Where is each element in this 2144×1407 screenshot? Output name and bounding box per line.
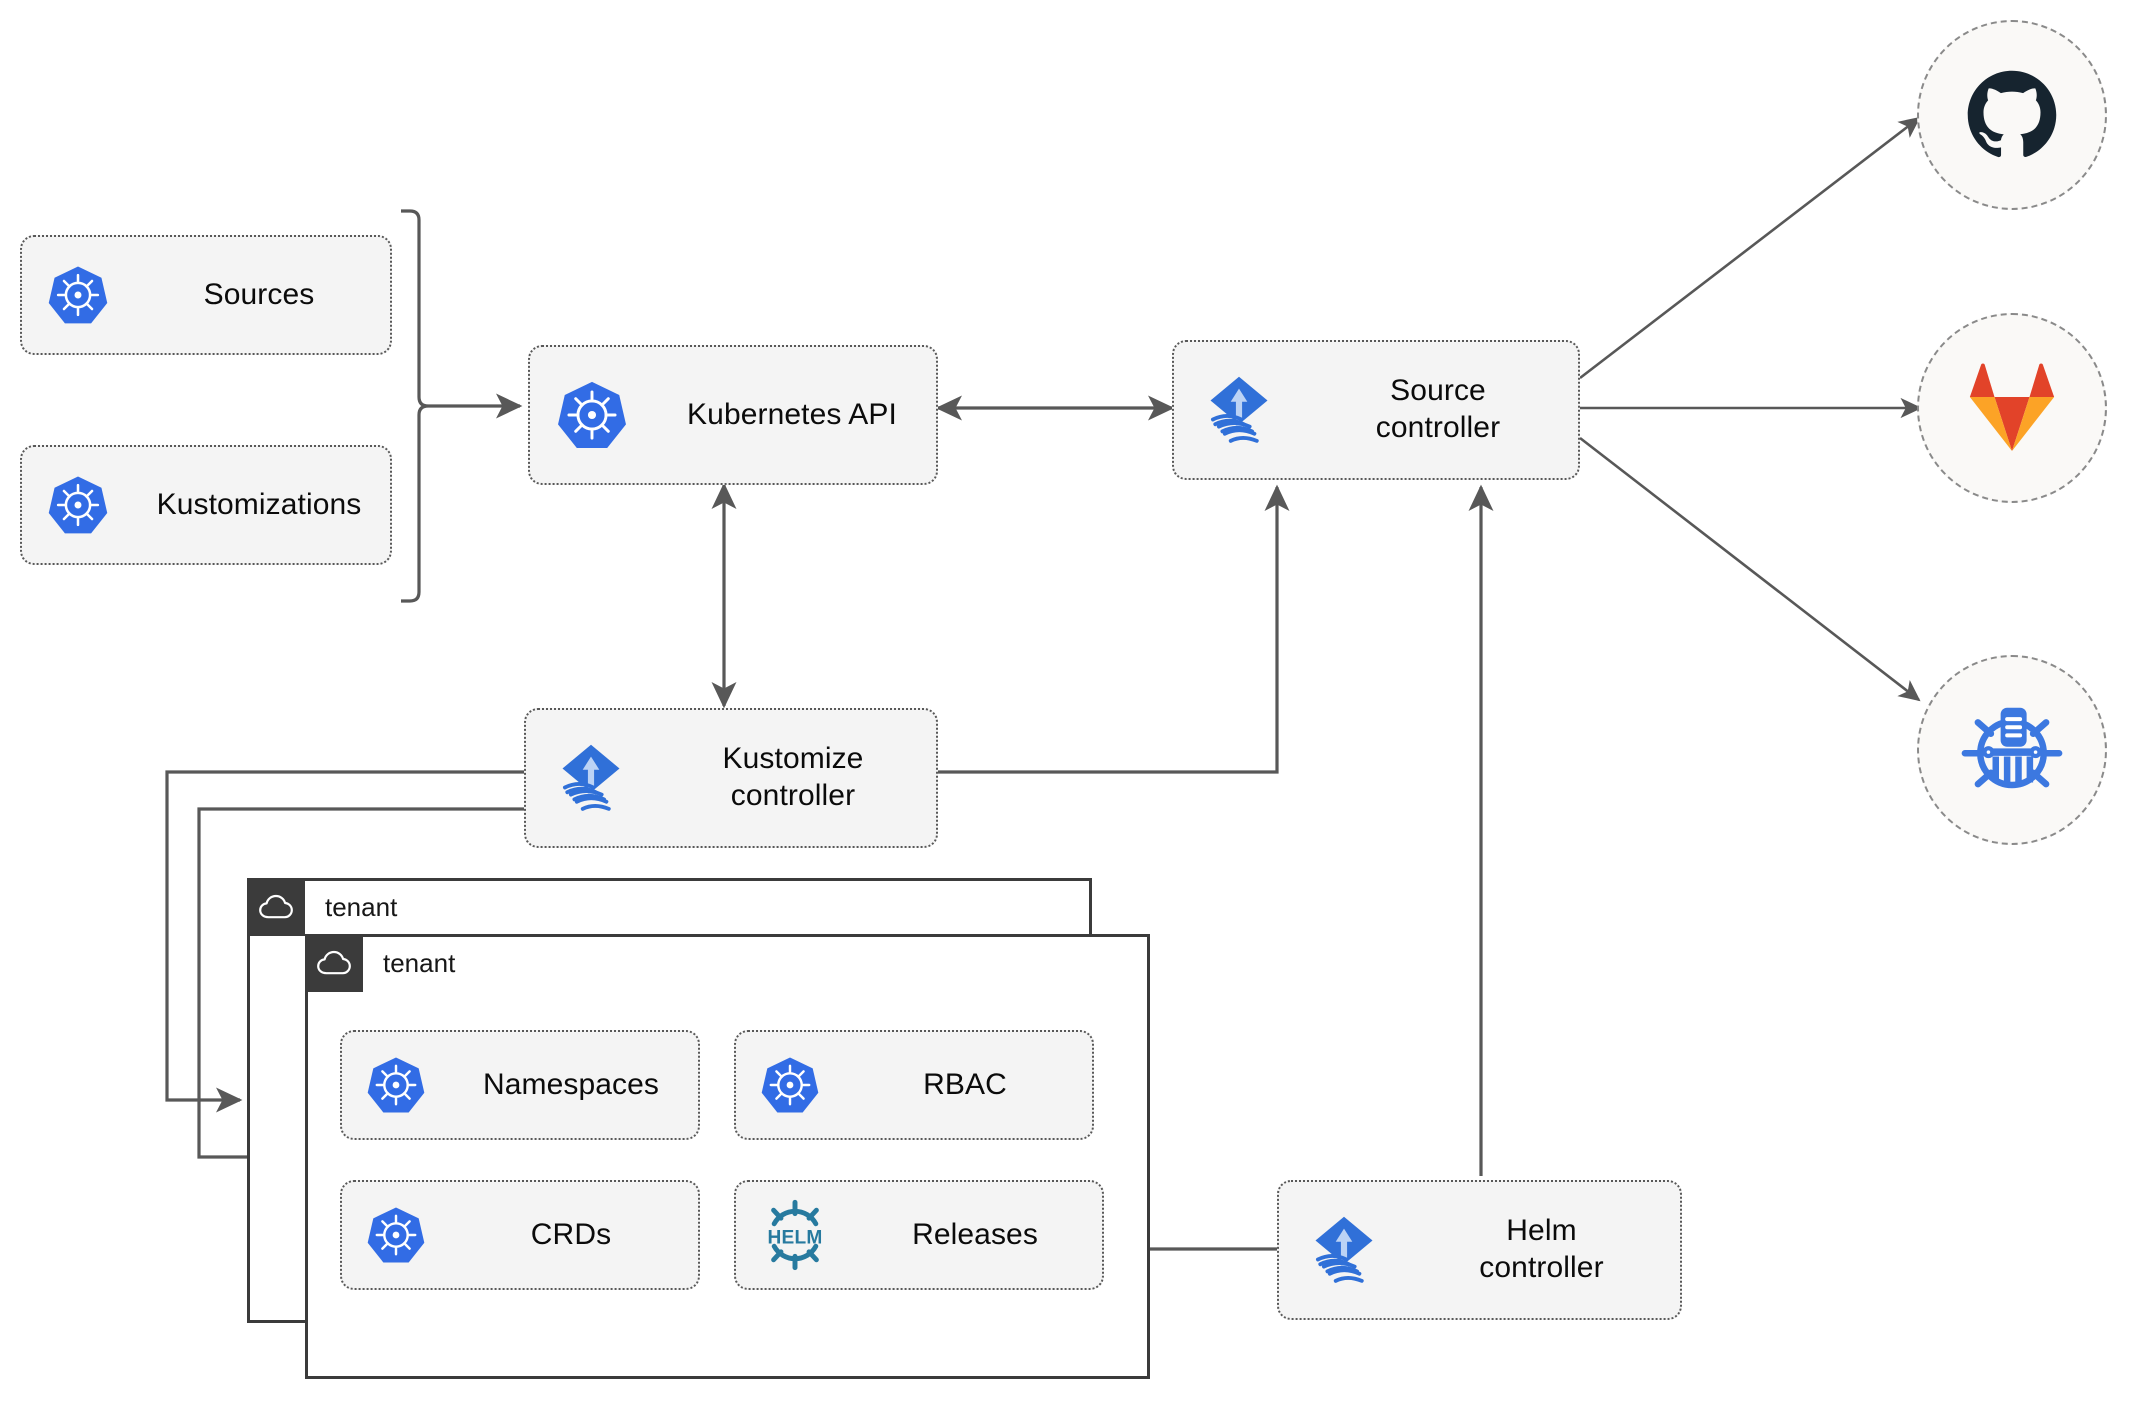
tenant-outer-titlebar: tenant <box>247 878 404 936</box>
node-crds[interactable]: CRDs <box>340 1180 700 1290</box>
bucket-icon <box>1961 707 2063 789</box>
node-namespaces-label: Namespaces <box>482 1067 660 1101</box>
node-sources-label: Sources <box>203 277 315 311</box>
repo-gitlab[interactable] <box>1917 313 2107 503</box>
wire-source-to-github <box>1579 116 1921 380</box>
kubernetes-icon <box>736 1055 844 1115</box>
node-helm-controller[interactable]: Helm controller <box>1277 1180 1682 1320</box>
node-releases-label: Releases <box>912 1217 1038 1251</box>
cloud-icon <box>305 934 363 992</box>
node-kustomize-controller-label: Kustomize controller <box>722 742 864 812</box>
gitlab-icon <box>1969 363 2055 452</box>
flux-icon <box>1174 372 1304 448</box>
cloud-icon <box>247 878 305 936</box>
repo-github[interactable] <box>1917 20 2107 210</box>
flux-icon <box>526 740 656 816</box>
node-kustomize-controller[interactable]: Kustomize controller <box>524 708 938 848</box>
svg-text:HELM: HELM <box>767 1227 822 1248</box>
wire-kustomize-to-source-controller <box>938 484 1290 774</box>
tenant-inner: tenant <box>305 934 1150 1379</box>
tenant-inner-label: tenant <box>377 947 462 979</box>
kubernetes-icon <box>342 1055 450 1115</box>
tenant-inner-titlebar: tenant <box>305 934 462 992</box>
node-source-controller-label: Source controller <box>1375 374 1501 444</box>
kubernetes-icon <box>22 264 134 326</box>
node-rbac-label: RBAC <box>923 1067 1007 1101</box>
node-namespaces[interactable]: Namespaces <box>340 1030 700 1140</box>
node-releases[interactable]: HELM Releases <box>734 1180 1104 1290</box>
github-icon <box>1967 70 2057 158</box>
node-sources[interactable]: Sources <box>20 235 392 355</box>
node-crds-label: CRDs <box>530 1217 612 1251</box>
wire-source-to-bucket <box>1579 436 1921 702</box>
flux-icon <box>1279 1212 1409 1288</box>
helm-icon: HELM <box>736 1199 854 1271</box>
node-kustomizations-label: Kustomizations <box>156 487 362 521</box>
node-kubernetes-api-label: Kubernetes API <box>687 397 897 431</box>
kubernetes-icon <box>530 379 654 451</box>
kubernetes-icon <box>22 474 134 536</box>
kubernetes-icon <box>342 1205 450 1265</box>
node-kustomizations[interactable]: Kustomizations <box>20 445 392 565</box>
node-helm-controller-label: Helm controller <box>1479 1214 1604 1284</box>
repo-bucket[interactable] <box>1917 655 2107 845</box>
node-source-controller[interactable]: Source controller <box>1172 340 1580 480</box>
node-rbac[interactable]: RBAC <box>734 1030 1094 1140</box>
bracket-sources-kustomizations <box>401 209 429 603</box>
tenant-outer-label: tenant <box>319 891 404 923</box>
node-kubernetes-api[interactable]: Kubernetes API <box>528 345 938 485</box>
